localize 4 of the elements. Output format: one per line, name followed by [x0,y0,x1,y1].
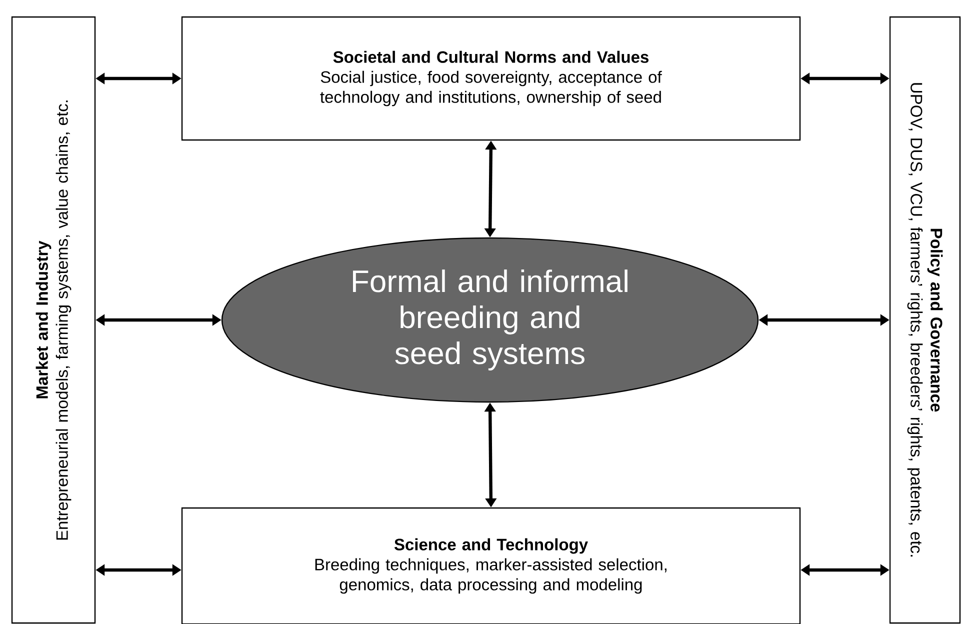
domain-box: Science and Technology Breeding techniques, marker-assisted selection, genomics, data processing and modeling [181,507,801,624]
domain-box: Market and Industry Entrepreneurial models, farming systems, value chains, etc. [11,16,96,624]
domain-box: Societal and Cultural Norms and Values Social justice, food sovereignty, acceptance of technology and institutions, ownership of seed [181,16,801,141]
domain-box: Policy and Governance UPOV, DUS, VCU, farmers’ rights, breeders’ rights, patents, etc. [889,16,961,624]
